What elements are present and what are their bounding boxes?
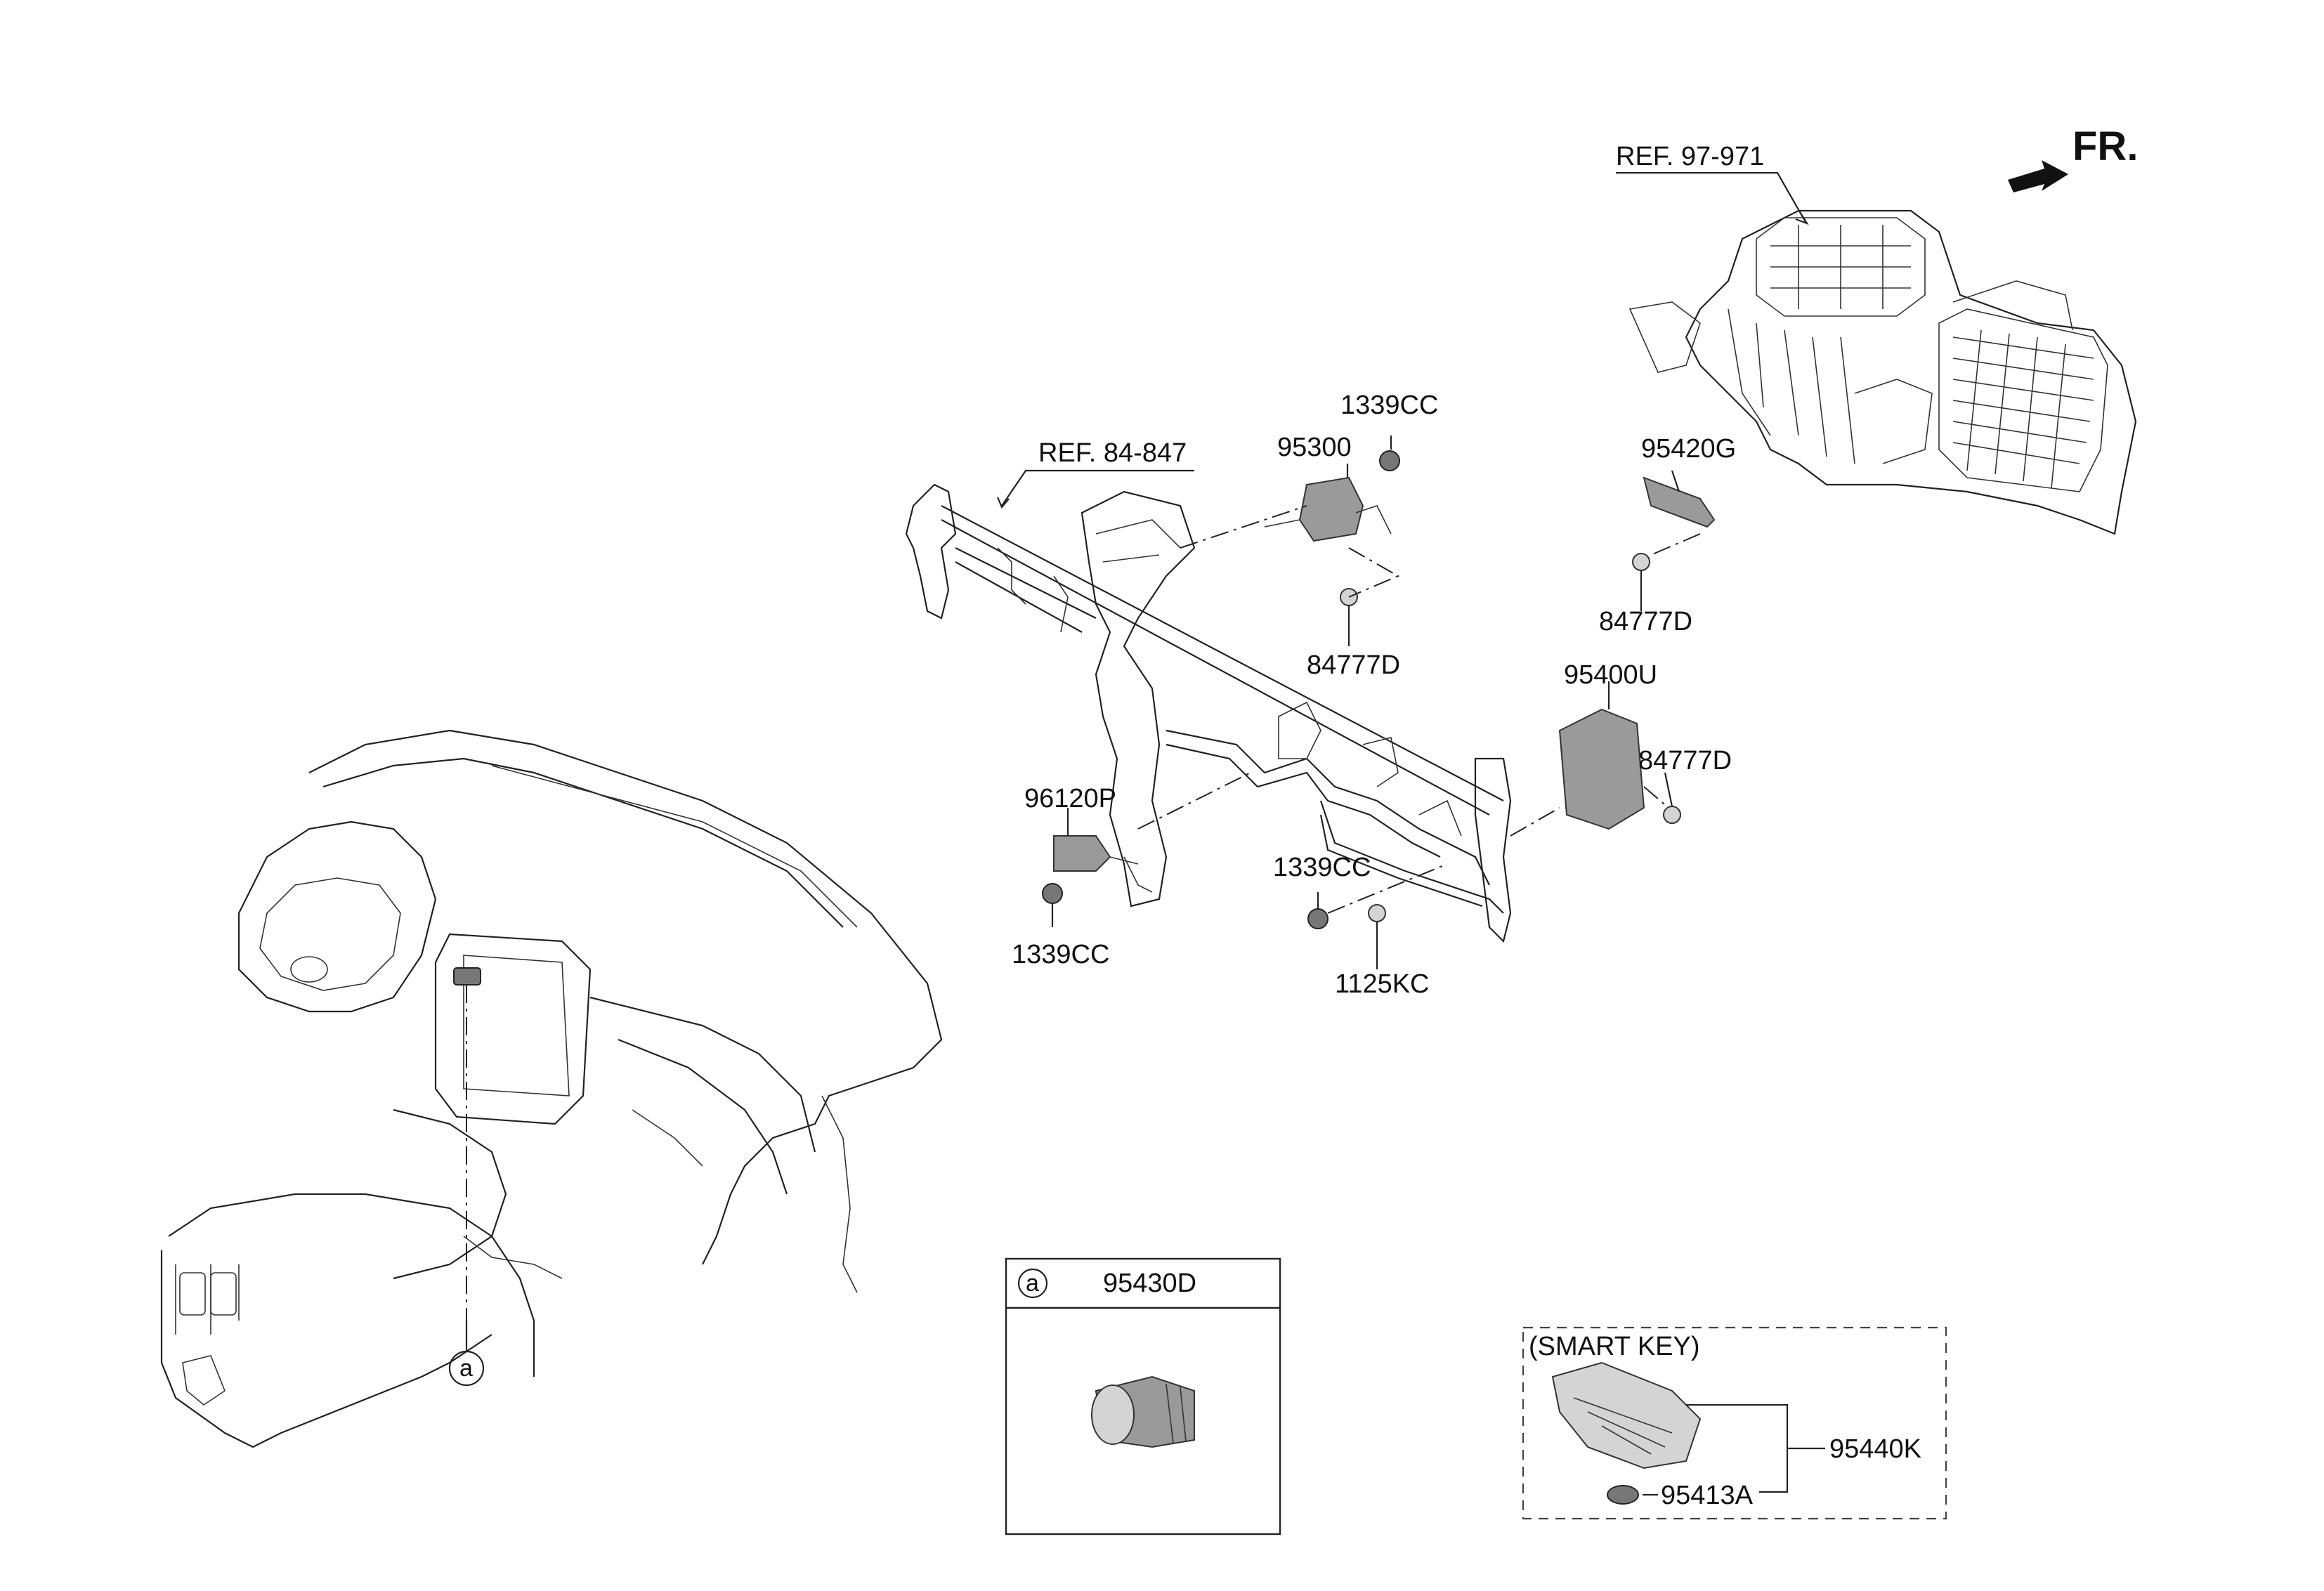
detail-box-frame <box>1005 1257 1281 1536</box>
callout-95400U: 95400U <box>1564 660 1658 690</box>
callout-95413A: 95413A <box>1661 1481 1754 1510</box>
detail-box-marker: a <box>1026 1270 1039 1297</box>
part-95400U-module <box>1558 708 1645 830</box>
dash-crossmember-drawing <box>905 483 1512 943</box>
callout-1339CC-center: 1339CC <box>1273 853 1371 882</box>
dashboard-drawing <box>160 729 943 1448</box>
callout-1339CC-top: 1339CC <box>1340 391 1439 420</box>
callout-1339CC-left: 1339CC <box>1012 940 1110 969</box>
front-direction-label: FR. <box>2072 124 2139 169</box>
callout-84777D-right: 84777D <box>1638 746 1732 775</box>
ref-97-971-label: REF. 97-971 <box>1616 142 1765 171</box>
front-direction-arrow-icon <box>2008 160 2068 192</box>
callout-84777D-mid: 84777D <box>1307 650 1401 680</box>
callout-96120P: 96120P <box>1024 784 1117 813</box>
detail-box-part-95430D: 95430D <box>1103 1269 1197 1298</box>
callout-84777D-right-top: 84777D <box>1599 607 1693 636</box>
part-1125KC-bolt <box>1368 904 1386 955</box>
callout-95300: 95300 <box>1277 433 1352 462</box>
leader-lines <box>448 171 1809 1387</box>
part-1339CC-nut-left <box>1042 883 1063 904</box>
part-95300-module <box>1264 476 1392 542</box>
part-1339CC-nut-center <box>1307 908 1329 929</box>
part-95420G-bracket <box>1643 476 1716 528</box>
part-84777D-bolt-right <box>1663 806 1681 824</box>
ref-84-847-label: REF. 84-847 <box>1038 438 1187 468</box>
hvac-unit-drawing <box>1628 209 2137 535</box>
callout-1125KC: 1125KC <box>1335 969 1430 999</box>
part-1339CC-nut-top <box>1379 450 1400 471</box>
part-84777D-bolt-right-top <box>1632 553 1650 597</box>
callout-95420G: 95420G <box>1641 434 1737 464</box>
part-96120P-sensor <box>1053 835 1139 872</box>
smart-key-box-frame <box>1522 1326 1947 1520</box>
smart-key-title: (SMART KEY) <box>1529 1332 1700 1361</box>
callout-95440K: 95440K <box>1829 1434 1922 1464</box>
callout-circle-a: a <box>459 1355 473 1382</box>
